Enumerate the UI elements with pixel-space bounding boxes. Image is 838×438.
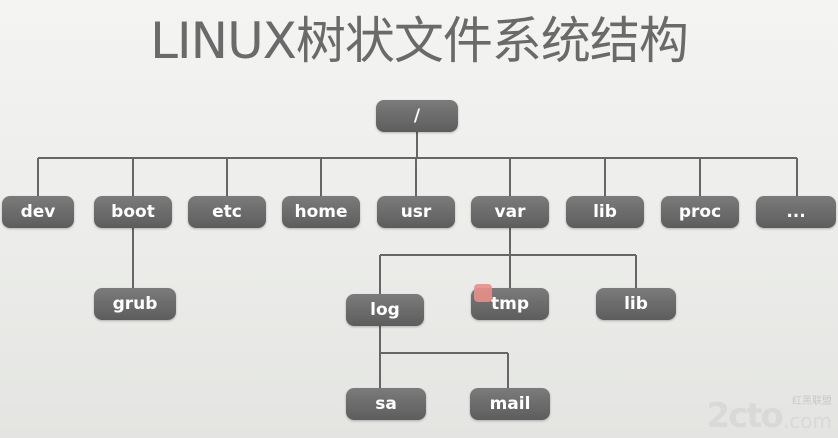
node-boot: boot (94, 196, 172, 228)
watermark-suffix: .com (782, 409, 832, 433)
connector-lines (37, 132, 798, 388)
page-title: LINUX树状文件系统结构 (150, 12, 689, 70)
node-dev: dev (2, 196, 74, 228)
node-more: ... (756, 196, 836, 228)
node-sa: sa (346, 388, 426, 420)
node-var-lib: lib (596, 288, 676, 320)
node-root: / (376, 100, 458, 132)
watermark-main: 2cto (706, 396, 783, 436)
node-log: log (346, 294, 424, 326)
node-mail: mail (470, 388, 550, 420)
node-home: home (282, 196, 360, 228)
watermark-logo: 2cto .com 红黑联盟 (706, 394, 832, 434)
node-grub: grub (94, 288, 176, 320)
node-etc: etc (188, 196, 266, 228)
node-usr: usr (377, 196, 455, 228)
node-var: var (471, 196, 549, 228)
node-lib: lib (566, 196, 644, 228)
pointer-highlight (474, 284, 492, 302)
watermark-sub: 红黑联盟 (792, 396, 832, 407)
node-proc: proc (661, 196, 739, 228)
